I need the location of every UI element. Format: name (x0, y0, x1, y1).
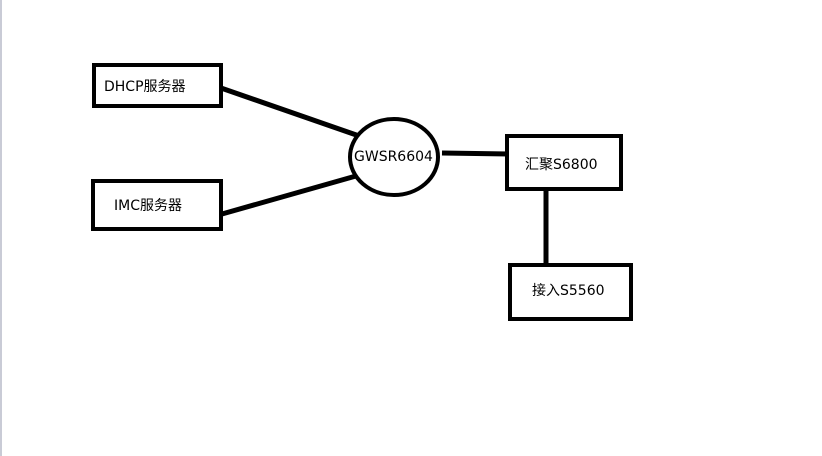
dhcp-server-box (92, 63, 223, 108)
dhcp-server-label: DHCP服务器 (104, 79, 186, 95)
aggregation-switch-label: 汇聚S6800 (525, 157, 598, 173)
access-switch-box (508, 263, 633, 321)
node-dhcp-server: DHCP服务器 (92, 63, 223, 108)
node-imc-server: IMC服务器 (91, 179, 223, 231)
router-label: GWSR6604 (354, 149, 433, 165)
router-ellipse (348, 117, 440, 197)
imc-server-box (91, 179, 223, 231)
node-aggregation-switch: 汇聚S6800 (505, 134, 623, 191)
access-switch-label: 接入S5560 (532, 282, 605, 299)
imc-server-label: IMC服务器 (114, 198, 182, 214)
aggregation-switch-box (505, 134, 623, 191)
window-left-edge (0, 0, 2, 456)
edge-router-to-aggregation (441, 150, 513, 157)
node-access-switch: 接入S5560 (508, 263, 633, 321)
node-router: GWSR6604 (348, 117, 440, 197)
edge-dhcp-to-router (220, 85, 366, 141)
edge-imc-to-router (221, 171, 364, 217)
